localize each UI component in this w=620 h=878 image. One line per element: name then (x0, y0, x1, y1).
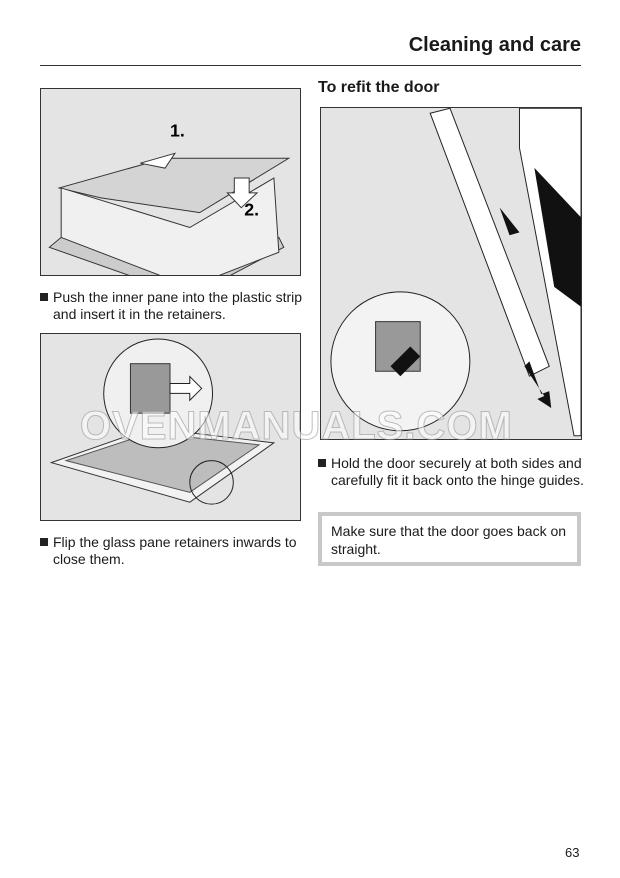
bullet-icon (40, 538, 48, 546)
step-1-label: 1. (170, 120, 185, 140)
bullet-icon (40, 293, 48, 301)
watermark: OVENMANUALS.COM (80, 404, 513, 448)
figure-close-retainers (40, 333, 301, 521)
note-box: Make sure that the door goes back on str… (318, 512, 581, 566)
figure-insert-inner-pane: 1. 2. (40, 88, 301, 276)
page-number: 63 (565, 845, 580, 860)
bullet-icon (318, 459, 326, 467)
instruction-hold-door: Hold the door securely at both sides and… (318, 455, 596, 489)
step-2-label: 2. (244, 200, 259, 220)
instruction-flip-retainers: Flip the glass pane retainers inwards to… (40, 534, 313, 568)
instruction-push-pane: Push the inner pane into the plastic str… (40, 289, 313, 323)
figure-refit-door (320, 107, 582, 440)
header-rule (40, 65, 581, 66)
section-heading: To refit the door (318, 79, 440, 96)
page-title: Cleaning and care (408, 34, 581, 56)
